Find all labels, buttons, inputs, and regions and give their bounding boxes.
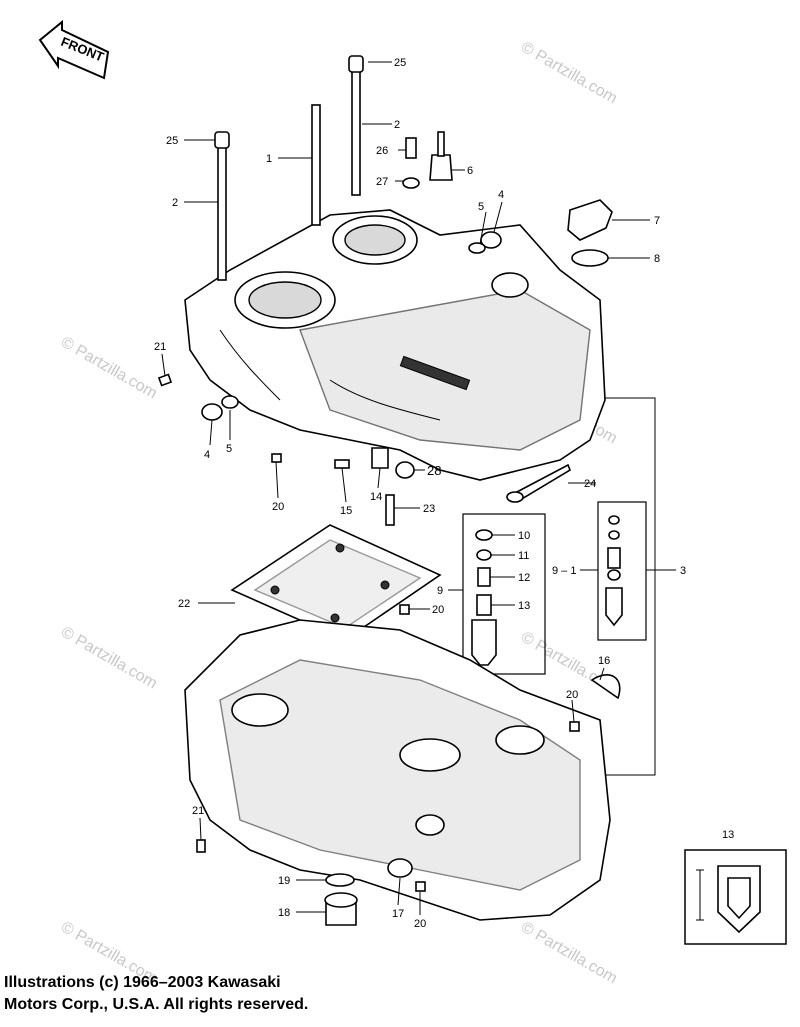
callout-2: 2 — [172, 197, 178, 209]
valve-13 — [476, 594, 492, 616]
valve-assembly-9-1 — [605, 587, 623, 627]
dowel-20-top — [271, 453, 282, 463]
callout-9: 9 — [437, 585, 443, 597]
spring-12 — [477, 567, 491, 587]
cap-16 — [590, 674, 621, 700]
callout-5: 5 — [478, 201, 484, 213]
pipe-24 — [513, 463, 571, 502]
studs — [214, 55, 364, 281]
callout-25: 25 — [394, 57, 406, 69]
washer-10 — [475, 529, 493, 541]
callout-28: 28 — [427, 463, 441, 478]
stud-2-left — [217, 144, 227, 281]
callout-16: 16 — [598, 655, 610, 667]
callout-26: 26 — [376, 145, 388, 157]
callout-23: 23 — [423, 503, 435, 515]
callout-21: 21 — [192, 805, 204, 817]
bracket-14 — [371, 447, 389, 469]
callout-21: 21 — [154, 341, 166, 353]
stud-1 — [311, 104, 321, 226]
watermark: © Partzilla.com — [518, 39, 620, 108]
callout-13: 13 — [518, 600, 530, 612]
copyright-line-1: Illustrations (c) 1966–2003 Kawasaki — [4, 974, 281, 991]
callout-27: 27 — [376, 176, 388, 188]
callout-25: 25 — [166, 135, 178, 147]
seal-17 — [387, 858, 413, 878]
leader-lines — [161, 61, 676, 915]
washer-27 — [402, 177, 420, 189]
callout-18: 18 — [278, 907, 290, 919]
detail-13-label: 13 — [722, 829, 734, 841]
dowel-20-right — [569, 721, 580, 732]
stud-2-right — [351, 69, 361, 196]
dowel-20-mid — [399, 604, 410, 615]
gasket-5-right — [468, 242, 486, 254]
callout-20: 20 — [566, 689, 578, 701]
relief-valve-group-9 — [462, 501, 647, 675]
callout-8: 8 — [654, 253, 660, 265]
watermark: © Partzilla.com — [518, 919, 620, 988]
baffle-plate-22 — [230, 524, 442, 641]
callout-15: 15 — [340, 505, 352, 517]
callout-2: 2 — [394, 119, 400, 131]
callout-11: 11 — [518, 550, 529, 562]
callout-3: 3 — [680, 565, 686, 577]
callout-9-1: 9 – 1 — [552, 565, 576, 577]
lower-crankcase — [184, 604, 611, 926]
callout-20: 20 — [272, 501, 284, 513]
callout-6: 6 — [467, 165, 473, 177]
o-ring-8 — [571, 249, 609, 267]
watermark: © Partzilla.com — [58, 334, 160, 403]
callout-14: 14 — [370, 491, 382, 503]
bolt-26 — [405, 137, 417, 159]
dowel-21-top — [157, 373, 173, 387]
switch-6 — [429, 154, 453, 181]
callout-20: 20 — [432, 604, 444, 616]
bolt-15 — [334, 459, 350, 469]
bolt-23 — [385, 494, 395, 526]
copyright-notice: Illustrations (c) 1966–2003 Kawasaki Mot… — [4, 972, 524, 1016]
callout-4: 4 — [204, 449, 210, 461]
callout-24: 24 — [584, 478, 596, 490]
copyright-line-2: Motors Corp., U.S.A. All rights reserved… — [4, 996, 309, 1013]
dowel-20-bottom — [415, 881, 426, 892]
callout-10: 10 — [518, 530, 530, 542]
callout-4: 4 — [498, 189, 504, 201]
dowel-21-bottom — [196, 839, 206, 853]
callout-7: 7 — [654, 215, 660, 227]
plug-4-left — [201, 403, 223, 421]
valve-body-9 — [471, 619, 497, 666]
front-arrow: FRONT — [38, 19, 110, 80]
upper-crankcase — [184, 209, 606, 481]
callout-22: 22 — [178, 598, 190, 610]
gasket-5-left — [221, 395, 239, 409]
callout-19: 19 — [278, 875, 290, 887]
callout-1: 1 — [266, 153, 272, 165]
callout-labels: 25 2 1 25 2 26 27 6 5 4 7 8 21 4 5 20 15… — [154, 57, 734, 930]
callout-12: 12 — [518, 572, 530, 584]
callout-5: 5 — [226, 443, 232, 455]
callout-20: 20 — [414, 918, 426, 930]
callout-17: 17 — [392, 908, 404, 920]
oil-cap-7 — [567, 199, 613, 241]
nut-25-left — [214, 131, 230, 149]
watermark: © Partzilla.com — [58, 624, 160, 693]
plug-28 — [395, 461, 415, 479]
washer-11 — [476, 549, 492, 561]
gasket-19 — [325, 873, 355, 887]
nut-25-right — [348, 55, 364, 73]
detail-13-box — [684, 849, 787, 945]
